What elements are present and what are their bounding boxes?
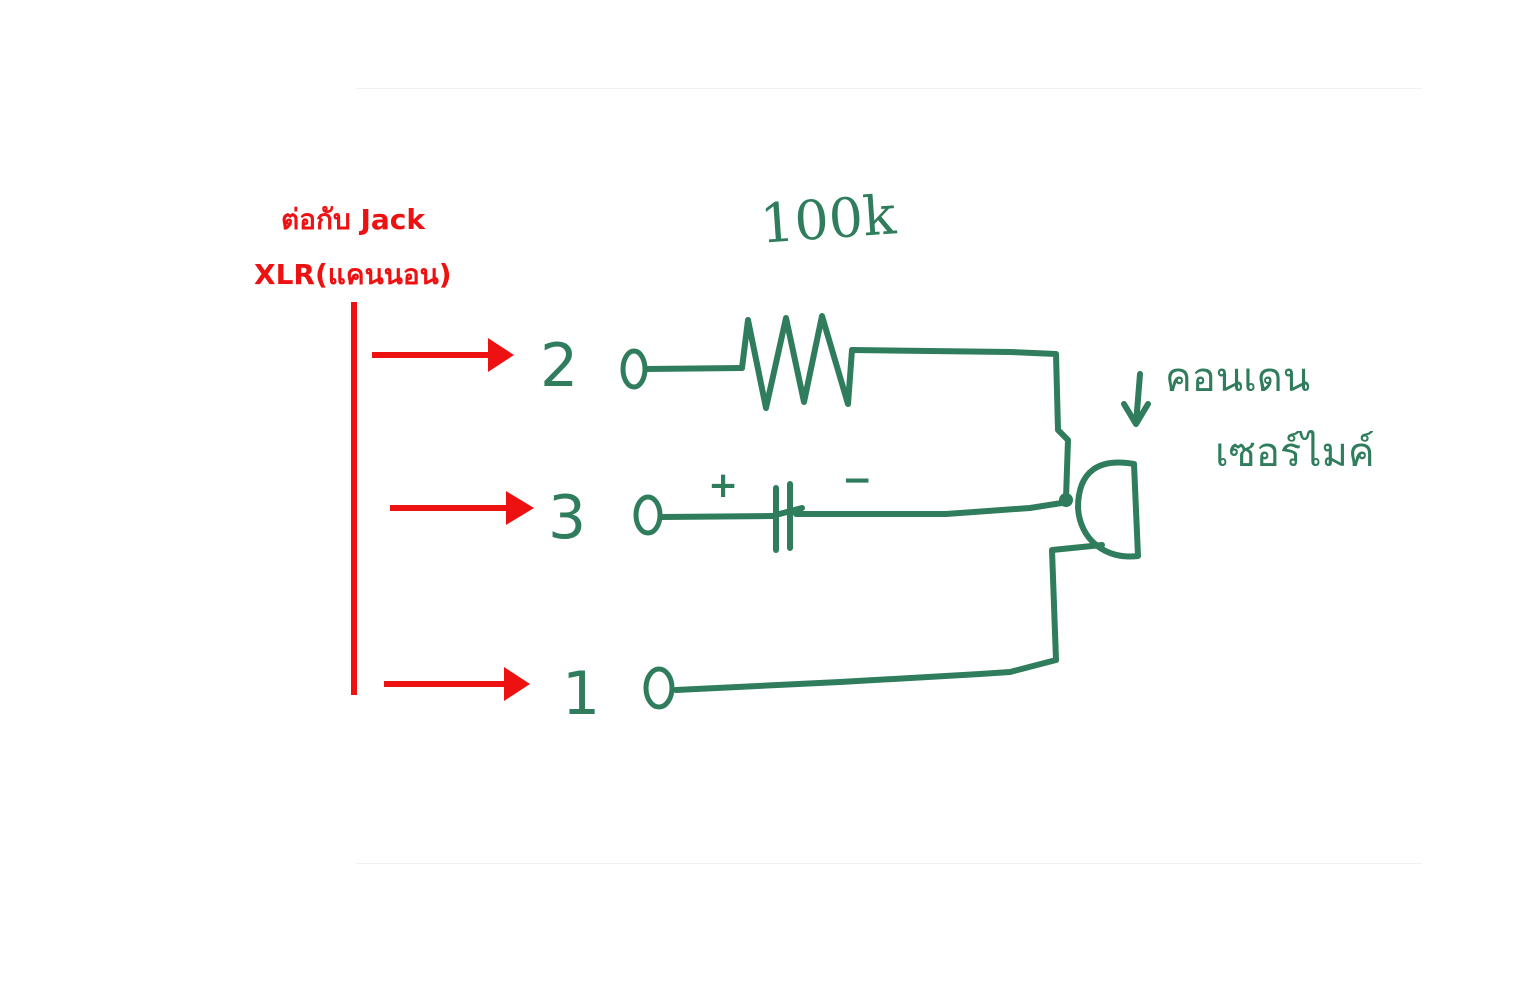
junction-dot xyxy=(1059,493,1073,507)
microphone-label-line-2: เซอร์ไมค์ xyxy=(1215,430,1375,476)
resistor-wire-in xyxy=(643,365,745,372)
microphone-capsule xyxy=(1075,459,1141,560)
resistor-wire-out xyxy=(849,347,1071,501)
capacitor xyxy=(769,481,805,553)
pin-number-3: 3 xyxy=(548,483,586,553)
annotation-line-2: XLR(แคนนอน) xyxy=(254,258,452,291)
arrow-to-pin-3 xyxy=(390,491,534,525)
pin-number-2: 2 xyxy=(540,331,578,401)
microphone-arrow xyxy=(1121,371,1151,427)
capacitor-minus: − xyxy=(842,460,872,501)
capacitor-wire-out xyxy=(793,499,1071,517)
arrow-to-pin-1 xyxy=(384,667,530,701)
ground-wire xyxy=(673,542,1105,693)
annotation-line-1: ต่อกับ Jack xyxy=(281,203,426,236)
terminal-3 xyxy=(633,494,663,536)
terminal-2 xyxy=(620,348,648,390)
resistor xyxy=(739,313,855,411)
pin-number-1: 1 xyxy=(562,659,600,729)
microphone-label-line-1: คอนเดน xyxy=(1165,355,1311,401)
arrow-to-pin-2 xyxy=(372,338,514,372)
capacitor-plus: + xyxy=(708,465,738,506)
capacitor-wire-in xyxy=(659,513,775,520)
paper-background xyxy=(356,88,1422,864)
terminal-1 xyxy=(643,666,675,710)
